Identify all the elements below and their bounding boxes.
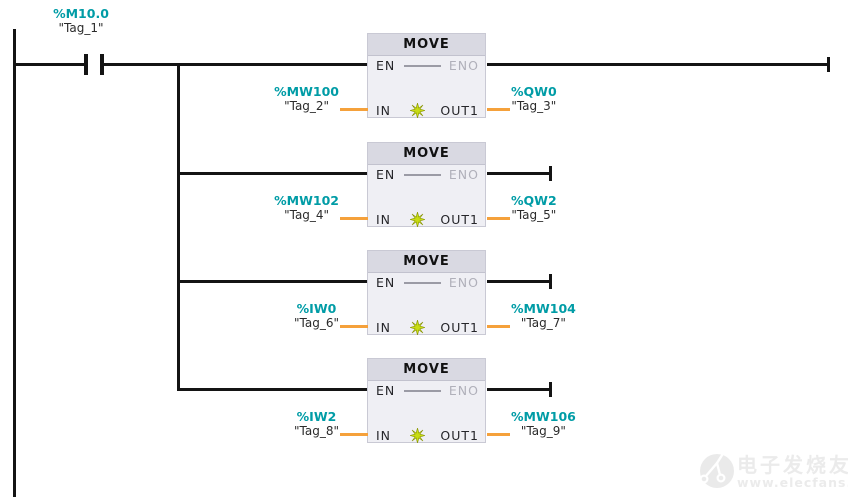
pin-in: IN — [376, 320, 392, 335]
move-instruction-box[interactable]: MOVE EN ENO IN OUT1 — [367, 250, 486, 335]
output-operand[interactable]: %MW106 "Tag_9" — [511, 409, 576, 439]
pin-en: EN — [376, 383, 396, 398]
eno-wire — [487, 280, 551, 283]
move-instruction-box[interactable]: MOVE EN ENO IN OUT1 — [367, 358, 486, 443]
pin-eno: ENO — [448, 167, 479, 182]
output-operand[interactable]: %QW2 "Tag_5" — [511, 193, 557, 223]
pin-out1: OUT1 — [440, 103, 479, 118]
in-wire — [340, 108, 368, 111]
conversion-star-icon — [410, 103, 425, 118]
branch-rail — [177, 63, 180, 391]
move-instruction-box[interactable]: MOVE EN ENO IN OUT1 — [367, 33, 486, 118]
operand-name[interactable]: "Tag_4" — [284, 208, 330, 222]
contact-bar-right — [100, 54, 104, 75]
operand-name[interactable]: "Tag_1" — [58, 21, 104, 35]
conversion-star-icon — [410, 320, 425, 335]
pin-out1: OUT1 — [440, 428, 479, 443]
operand-name[interactable]: "Tag_3" — [511, 99, 557, 113]
rung-wire — [13, 63, 85, 66]
output-operand[interactable]: %QW0 "Tag_3" — [511, 84, 557, 114]
pin-en: EN — [376, 275, 396, 290]
input-operand[interactable]: %IW2 "Tag_8" — [294, 409, 339, 439]
branch-wire — [177, 388, 368, 391]
branch-wire — [177, 280, 368, 283]
operand-name[interactable]: "Tag_2" — [284, 99, 330, 113]
out-wire — [487, 433, 510, 436]
operand-address[interactable]: %QW0 — [511, 84, 557, 99]
operand-name[interactable]: "Tag_6" — [294, 316, 339, 330]
output-operand[interactable]: %MW104 "Tag_7" — [511, 301, 576, 331]
in-wire — [340, 433, 368, 436]
wire-end-marker — [827, 57, 830, 72]
operand-address[interactable]: %QW2 — [511, 193, 557, 208]
operand-name[interactable]: "Tag_9" — [520, 424, 566, 438]
pin-eno: ENO — [448, 383, 479, 398]
eno-wire — [487, 172, 551, 175]
conversion-star-icon — [410, 428, 425, 443]
eno-wire — [487, 388, 551, 391]
operand-name[interactable]: "Tag_8" — [294, 424, 339, 438]
pin-en: EN — [376, 167, 396, 182]
contact-operand[interactable]: %M10.0 "Tag_1" — [31, 6, 131, 36]
operand-address[interactable]: %MW102 — [274, 193, 339, 208]
en-eno-link — [404, 282, 441, 284]
instruction-title: MOVE — [368, 359, 485, 381]
pin-out1: OUT1 — [440, 212, 479, 227]
pin-out1: OUT1 — [440, 320, 479, 335]
eno-wire — [487, 63, 829, 66]
pin-in: IN — [376, 428, 392, 443]
input-operand[interactable]: %MW100 "Tag_2" — [274, 84, 339, 114]
watermark-site-url: www.elecfans.com — [737, 475, 848, 490]
power-rail-left — [13, 29, 16, 497]
in-wire — [340, 217, 368, 220]
wire-end-marker — [549, 274, 552, 289]
in-wire — [340, 325, 368, 328]
en-eno-link — [404, 65, 441, 67]
instruction-title: MOVE — [368, 143, 485, 165]
watermark-site-name: 电子发烧友 — [737, 453, 848, 477]
wire-end-marker — [549, 166, 552, 181]
out-wire — [487, 108, 510, 111]
operand-address[interactable]: %IW2 — [296, 409, 337, 424]
operand-address[interactable]: %M10.0 — [53, 6, 109, 21]
pin-in: IN — [376, 103, 392, 118]
branch-wire — [177, 172, 368, 175]
operand-address[interactable]: %MW106 — [511, 409, 576, 424]
pin-in: IN — [376, 212, 392, 227]
operand-address[interactable]: %MW104 — [511, 301, 576, 316]
en-eno-link — [404, 174, 441, 176]
out-wire — [487, 325, 510, 328]
operand-name[interactable]: "Tag_5" — [511, 208, 557, 222]
instruction-title: MOVE — [368, 34, 485, 56]
wire-end-marker — [549, 382, 552, 397]
input-operand[interactable]: %MW102 "Tag_4" — [274, 193, 339, 223]
input-operand[interactable]: %IW0 "Tag_6" — [294, 301, 339, 331]
instruction-title: MOVE — [368, 251, 485, 273]
operand-address[interactable]: %IW0 — [296, 301, 337, 316]
conversion-star-icon — [410, 212, 425, 227]
contact-bar-left — [84, 54, 88, 75]
pin-en: EN — [376, 58, 396, 73]
move-instruction-box[interactable]: MOVE EN ENO IN OUT1 — [367, 142, 486, 227]
operand-name[interactable]: "Tag_7" — [520, 316, 566, 330]
en-eno-link — [404, 390, 441, 392]
elecfans-logo-icon — [699, 447, 734, 488]
pin-eno: ENO — [448, 275, 479, 290]
rung-wire — [103, 63, 368, 66]
operand-address[interactable]: %MW100 — [274, 84, 339, 99]
out-wire — [487, 217, 510, 220]
pin-eno: ENO — [448, 58, 479, 73]
